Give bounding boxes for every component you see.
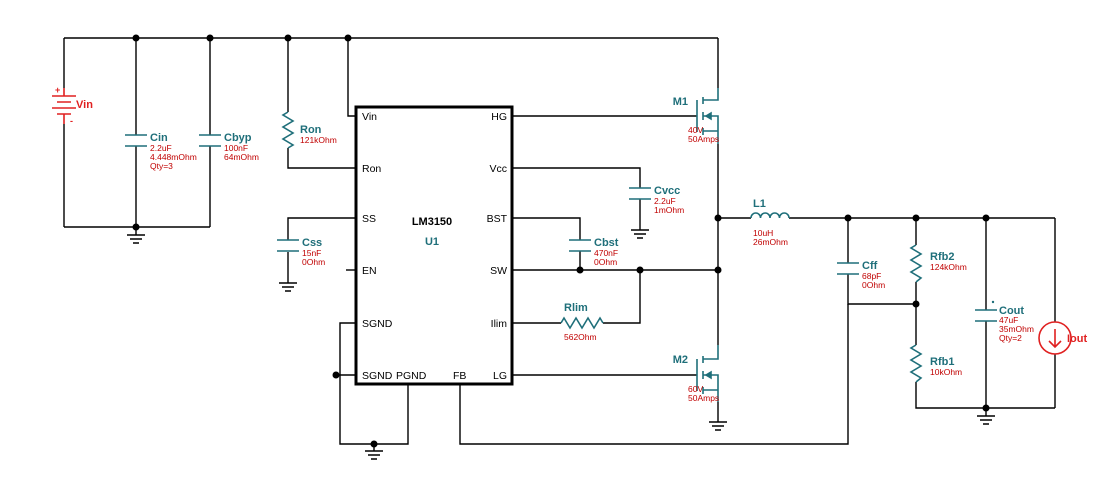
rfb2-ref: Rfb2 bbox=[930, 251, 954, 263]
cin-qty: Qty=3 bbox=[150, 161, 173, 171]
ground-icon bbox=[631, 225, 649, 239]
pin-ss: SS bbox=[362, 213, 376, 225]
m2-current: 50Amps bbox=[688, 393, 719, 403]
pin-sw: SW bbox=[490, 265, 507, 277]
wires bbox=[63, 37, 1056, 445]
cout-qty: Qty=2 bbox=[999, 333, 1022, 343]
ron-value: 121kOhm bbox=[300, 135, 337, 145]
cbst-value: 470nF bbox=[594, 248, 618, 258]
pin-ilim: Ilim bbox=[491, 318, 508, 330]
capacitor-css[interactable]: Css 15nF 0Ohm bbox=[277, 237, 325, 267]
junction-dots bbox=[132, 34, 990, 448]
current-sink-iout[interactable]: Iout bbox=[1038, 321, 1087, 355]
css-esr: 0Ohm bbox=[302, 257, 325, 267]
cbst-ref: Cbst bbox=[594, 237, 619, 249]
vin-source[interactable]: + - Vin bbox=[52, 85, 93, 126]
l1-dcr: 26mOhm bbox=[753, 237, 788, 247]
capacitor-cbst[interactable]: Cbst 470nF 0Ohm bbox=[569, 237, 619, 267]
inductor-l1[interactable]: L1 10uH 26mOhm bbox=[750, 198, 790, 247]
css-value: 15nF bbox=[302, 248, 321, 258]
pin-hg: HG bbox=[491, 111, 507, 123]
css-ref: Css bbox=[302, 237, 322, 249]
ic-u1[interactable]: LM3150 U1 Vin HG Ron Vcc SS BST EN SW SG… bbox=[354, 105, 514, 386]
cbst-esr: 0Ohm bbox=[594, 257, 617, 267]
ground-symbols bbox=[127, 225, 995, 460]
rlim-value: 562Ohm bbox=[564, 332, 597, 342]
rfb1-value: 10kOhm bbox=[930, 367, 962, 377]
ground-icon bbox=[365, 444, 383, 460]
cff-esr: 0Ohm bbox=[862, 280, 885, 290]
pin-en: EN bbox=[362, 265, 377, 277]
l1-value: 10uH bbox=[753, 228, 773, 238]
ic-ref: U1 bbox=[425, 236, 439, 248]
cff-value: 68pF bbox=[862, 271, 881, 281]
cvcc-value: 2.2uF bbox=[654, 196, 676, 206]
ground-icon bbox=[709, 420, 727, 431]
m1-current: 50Amps bbox=[688, 134, 719, 144]
resistor-rfb2[interactable]: Rfb2 124kOhm bbox=[909, 244, 967, 283]
pin-sgnd-2: SGND bbox=[362, 370, 393, 382]
rfb2-value: 124kOhm bbox=[930, 262, 967, 272]
cff-ref: Cff bbox=[862, 260, 878, 272]
cvcc-ref: Cvcc bbox=[654, 185, 680, 197]
cvcc-esr: 1mOhm bbox=[654, 205, 684, 215]
l1-ref: L1 bbox=[753, 198, 766, 210]
ron-ref: Ron bbox=[300, 124, 322, 136]
ground-icon bbox=[977, 408, 995, 425]
ground-icon bbox=[127, 227, 145, 244]
m2-ref: M2 bbox=[673, 354, 688, 366]
pin-pgnd: PGND bbox=[396, 370, 427, 382]
resistor-rlim[interactable]: Rlim 562Ohm bbox=[560, 302, 604, 342]
pin-vcc: Vcc bbox=[489, 163, 507, 175]
rfb1-ref: Rfb1 bbox=[930, 356, 954, 368]
m2-voltage: 60V bbox=[688, 384, 703, 394]
capacitor-cbyp[interactable]: Cbyp 100nF 64mOhm bbox=[199, 132, 259, 162]
cbyp-esr: 64mOhm bbox=[224, 152, 259, 162]
m1-ref: M1 bbox=[673, 96, 688, 108]
pin-lg: LG bbox=[493, 370, 507, 382]
pin-bst: BST bbox=[487, 213, 508, 225]
pin-fb: FB bbox=[453, 370, 466, 382]
rlim-ref: Rlim bbox=[564, 302, 588, 314]
resistor-ron[interactable]: Ron 121kOhm bbox=[281, 111, 337, 149]
vin-source-ref: Vin bbox=[76, 99, 93, 111]
cout-value: 47uF bbox=[999, 315, 1018, 325]
cin-value: 2.2uF bbox=[150, 143, 172, 153]
pin-vin: Vin bbox=[362, 111, 377, 123]
ic-name: LM3150 bbox=[412, 216, 452, 228]
cbyp-value: 100nF bbox=[224, 143, 248, 153]
iout-ref: Iout bbox=[1067, 333, 1087, 345]
pin-sgnd-1: SGND bbox=[362, 318, 393, 330]
cout-ref: Cout bbox=[999, 305, 1024, 317]
m1-voltage: 40V bbox=[688, 125, 703, 135]
capacitor-cin[interactable]: Cin 2.2uF 4.448mOhm Qty=3 bbox=[125, 132, 197, 171]
capacitor-cout[interactable]: Cout 47uF 35mOhm Qty=2 bbox=[975, 300, 1034, 343]
svg-text:-: - bbox=[70, 116, 73, 126]
mosfet-m2[interactable]: M2 60V 50Amps bbox=[673, 345, 719, 403]
mosfet-m1[interactable]: M1 40V 50Amps bbox=[673, 88, 719, 144]
capacitor-cvcc[interactable]: Cvcc 2.2uF 1mOhm bbox=[629, 185, 684, 215]
ground-icon bbox=[279, 278, 297, 292]
cbyp-ref: Cbyp bbox=[224, 132, 252, 144]
cout-esr: 35mOhm bbox=[999, 324, 1034, 334]
pin-ron: Ron bbox=[362, 163, 381, 175]
resistor-rfb1[interactable]: Rfb1 10kOhm bbox=[909, 344, 962, 383]
svg-text:+: + bbox=[55, 85, 60, 95]
cin-ref: Cin bbox=[150, 132, 168, 144]
capacitor-cff[interactable]: Cff 68pF 0Ohm bbox=[837, 260, 885, 290]
cin-esr: 4.448mOhm bbox=[150, 152, 197, 162]
